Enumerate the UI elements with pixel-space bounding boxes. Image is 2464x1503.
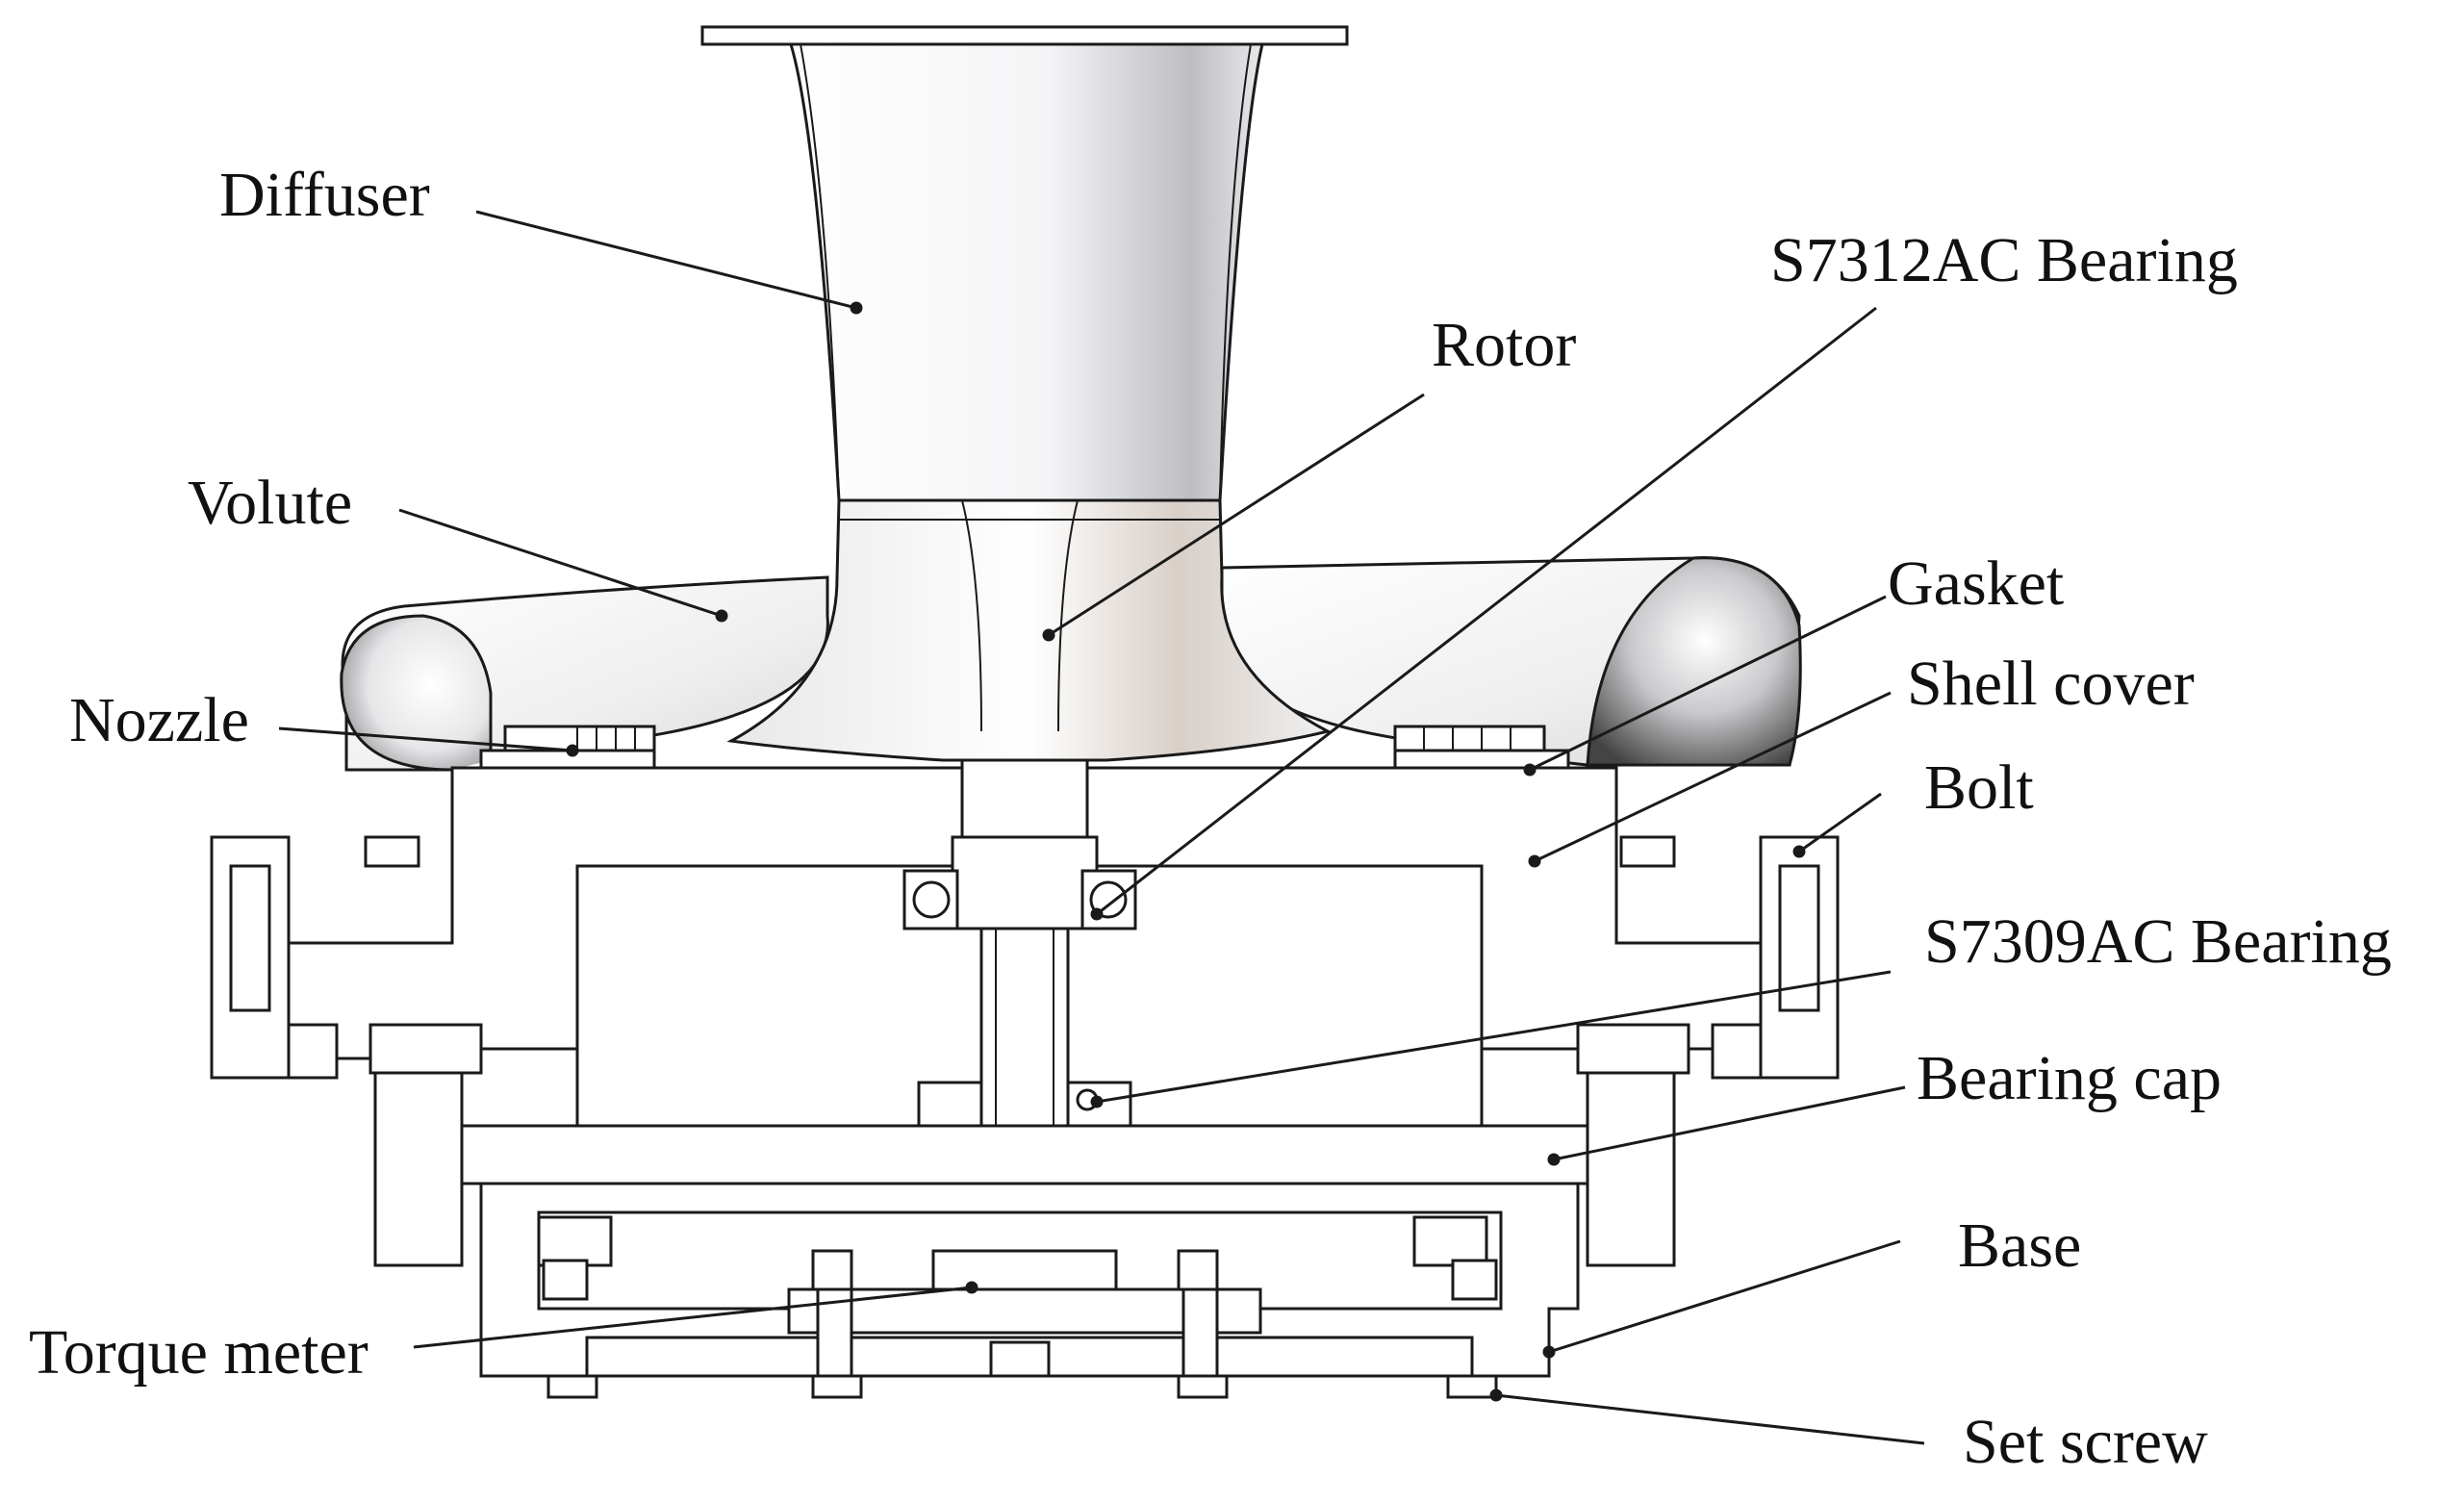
label-s7312ac-bearing: S7312AC Bearing — [1770, 225, 2238, 295]
leader-shell-cover — [1534, 691, 1892, 863]
bearing-cap-part — [368, 1023, 1690, 1267]
leader-set-screw — [1495, 1393, 1925, 1445]
torque-meter-part — [787, 1249, 1262, 1383]
leader-bolt — [1798, 792, 1882, 853]
label-gasket: Gasket — [1888, 548, 2065, 619]
leader-s7312 — [1096, 306, 1877, 916]
leader-diffuser — [475, 210, 857, 310]
s7312ac-bearing-part — [902, 869, 1137, 930]
label-nozzle: Nozzle — [69, 685, 249, 755]
leader-base — [1548, 1239, 1901, 1354]
label-set-screw: Set screw — [1963, 1407, 2208, 1477]
label-shell-cover: Shell cover — [1907, 649, 2195, 719]
label-base: Base — [1958, 1210, 2082, 1281]
leader-gasket — [1529, 595, 1887, 772]
leader-dot-diffuser — [850, 301, 863, 315]
label-volute: Volute — [188, 468, 353, 538]
leader-s7309 — [1096, 970, 1892, 1104]
volute-part — [340, 556, 1802, 772]
leader-lines — [278, 210, 1925, 1445]
leader-volute — [398, 508, 723, 618]
label-torque-meter: Torque meter — [29, 1317, 368, 1388]
label-bearing-cap: Bearing cap — [1917, 1043, 2223, 1113]
label-diffuser: Diffuser — [219, 160, 430, 230]
leader-torque-meter — [413, 1286, 973, 1349]
set-screw-part — [537, 1215, 1498, 1399]
label-rotor: Rotor — [1432, 310, 1577, 380]
label-bolt: Bolt — [1924, 752, 2034, 823]
diffuser-part — [700, 25, 1349, 502]
leader-rotor — [1048, 393, 1425, 637]
label-s7309ac-bearing: S7309AC Bearing — [1924, 906, 2392, 977]
bolt-part — [210, 835, 1840, 1080]
leader-nozzle — [278, 726, 573, 752]
rotor-part — [726, 498, 1333, 762]
leader-bearing-cap — [1553, 1085, 1906, 1161]
